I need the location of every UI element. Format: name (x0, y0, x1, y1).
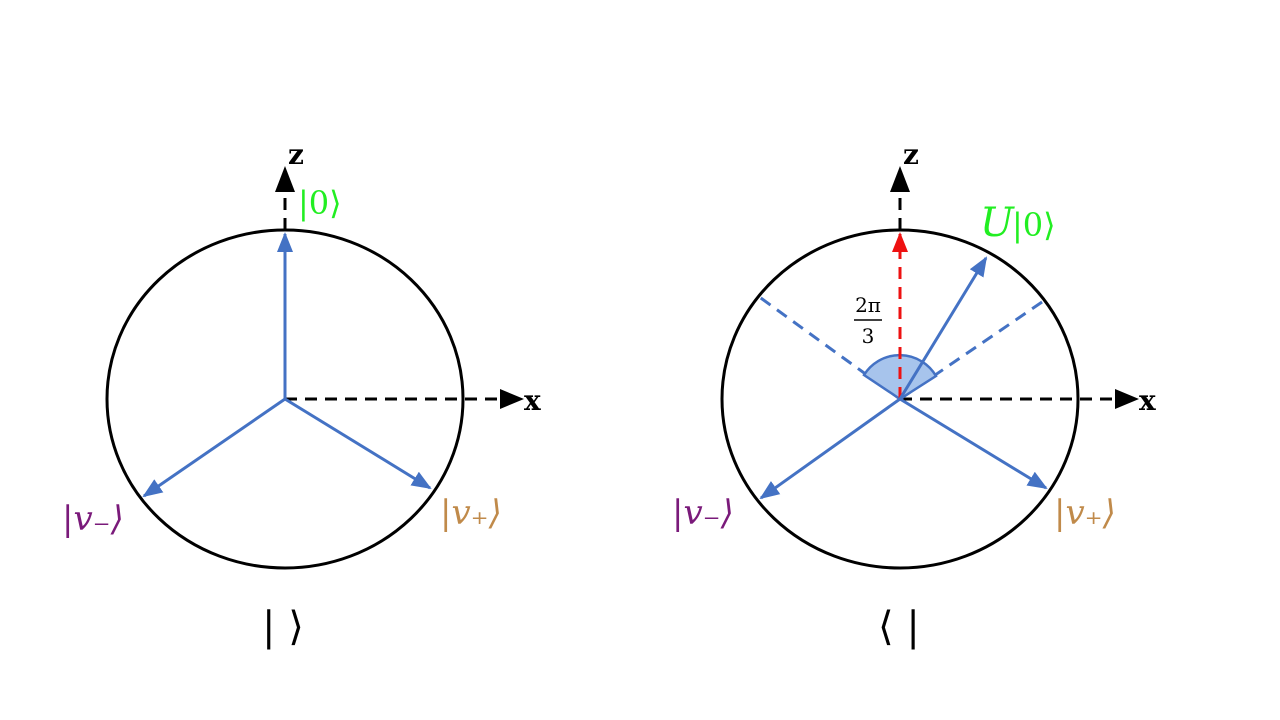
right-angle-denominator: 3 (862, 324, 875, 348)
left-v-minus-label: |v₋⟩ (62, 499, 124, 539)
right-z-axis-label: z (903, 138, 919, 171)
left-x-axis-arrowhead (500, 389, 524, 409)
left-ket-zero-label: |0⟩ (298, 184, 342, 222)
left-vector-v-minus (142, 397, 286, 498)
right-angle-numerator: 2π (855, 293, 881, 317)
left-x-axis-label: x (524, 384, 541, 417)
right-z-axis-arrowhead (890, 166, 910, 192)
left-v-plus-label: |v₊⟩ (440, 493, 502, 533)
right-caption: ⟨ | (878, 604, 920, 650)
right-u-label: U (980, 200, 1015, 246)
right-vector-v-minus (759, 397, 901, 500)
right-vector-u-zero (898, 256, 988, 400)
left-vector-v-plus (284, 397, 432, 490)
right-v-plus-label: |v₊⟩ (1054, 493, 1116, 533)
right-u-ket-label: |0⟩ (1012, 206, 1056, 244)
right-x-axis-label: x (1139, 384, 1156, 417)
right-panel: z x 2π 3 U |0⟩ |v₋⟩ |v₊⟩ ⟨ | (672, 138, 1156, 650)
right-x-axis-arrowhead (1115, 389, 1139, 409)
left-panel: z x |0⟩ |v₋⟩ |v₊⟩ | ⟩ (62, 138, 541, 650)
right-v-minus-label: |v₋⟩ (672, 493, 734, 533)
left-z-axis-label: z (288, 138, 304, 171)
left-caption: | ⟩ (262, 604, 304, 650)
right-vector-v-plus (899, 397, 1048, 490)
left-z-axis-arrowhead (275, 166, 295, 192)
